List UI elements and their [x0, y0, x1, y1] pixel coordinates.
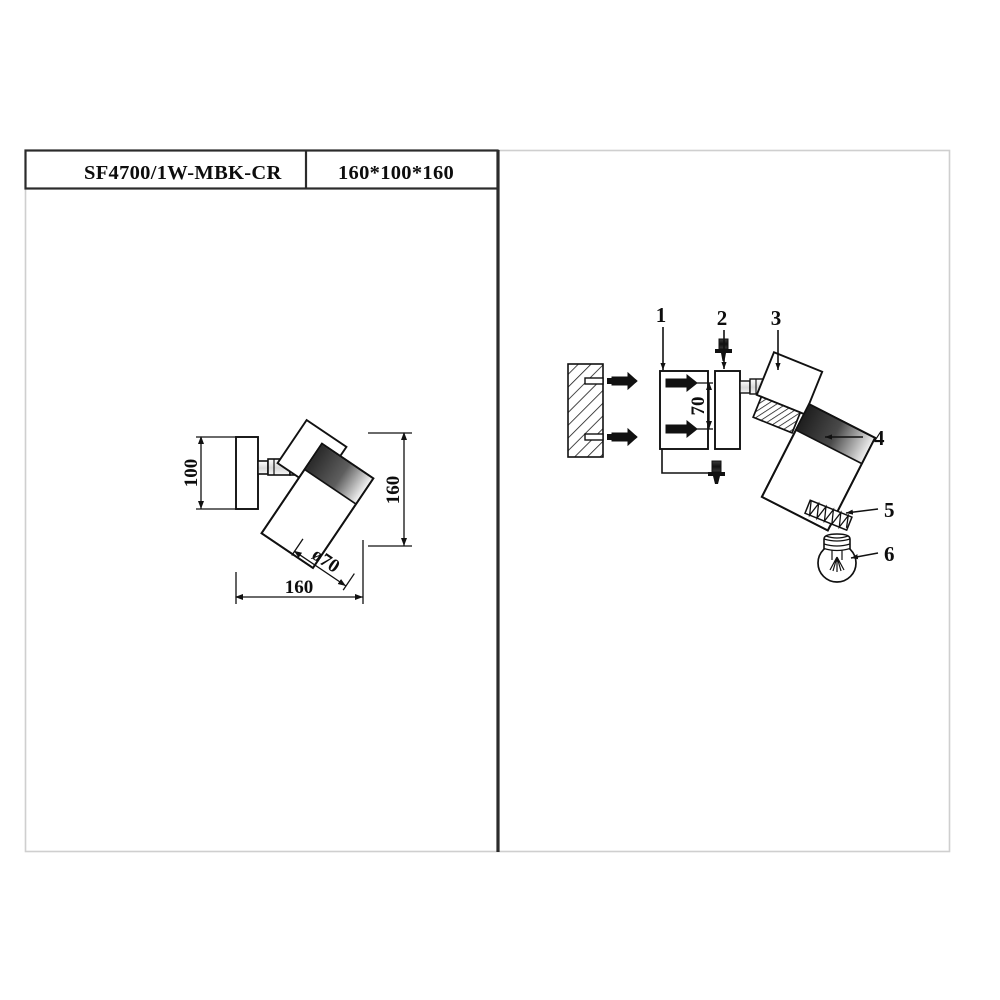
dimension-160-bottom-label: 160: [285, 577, 314, 598]
dimension-160-right-label: 160: [383, 476, 404, 505]
dimension-160-right: 160: [368, 432, 412, 547]
wall-plate-part: [235, 436, 259, 510]
mounting-screw-upper: [665, 373, 698, 393]
dimension-160-bottom: 160: [235, 540, 364, 604]
callout-1: 1: [656, 303, 667, 370]
callout-2: 2: [717, 306, 728, 369]
callout-6-number: 6: [884, 542, 895, 566]
wall-section-hatched: [567, 363, 604, 458]
callout-3-number: 3: [771, 306, 782, 330]
right-exploded-diagram: 70: [567, 303, 895, 583]
left-dimension-drawing: 100 160 ø70 160: [181, 418, 412, 604]
light-bulb-part: [817, 533, 857, 583]
callout-1-number: 1: [656, 303, 667, 327]
dimension-100-left: 100: [181, 436, 240, 510]
package-size-text: 160*100*160: [338, 162, 454, 184]
wall-anchor-upper: [607, 371, 638, 391]
callout-3: 3: [771, 306, 782, 370]
callout-5-number: 5: [884, 498, 895, 522]
callout-4: 4: [825, 426, 885, 450]
callout-6: 6: [850, 542, 895, 566]
bracket-stem-part: [714, 370, 741, 450]
dimension-100-left-label: 100: [181, 459, 202, 488]
spring-clip-part: [804, 499, 853, 532]
grub-screw-bottom: [708, 460, 725, 484]
wall-anchor-lower: [607, 427, 638, 447]
dimension-70-screw-spacing: 70: [688, 382, 713, 430]
title-table: SF4700/1W-MBK-CR 160*100*160: [24, 149, 499, 190]
callout-2-number: 2: [717, 306, 728, 330]
lamp-body-exploded-part: [760, 402, 877, 532]
model-code-text: SF4700/1W-MBK-CR: [84, 162, 282, 184]
dimension-70-label: 70: [688, 397, 709, 416]
lamp-cylinder-part: [260, 442, 375, 570]
tilt-head-block-exploded-part: [752, 351, 824, 435]
callout-4-number: 4: [874, 426, 885, 450]
callout-5: 5: [845, 498, 895, 522]
mounting-screw-lower: [665, 419, 698, 439]
assembly-leader-line: [661, 449, 716, 474]
